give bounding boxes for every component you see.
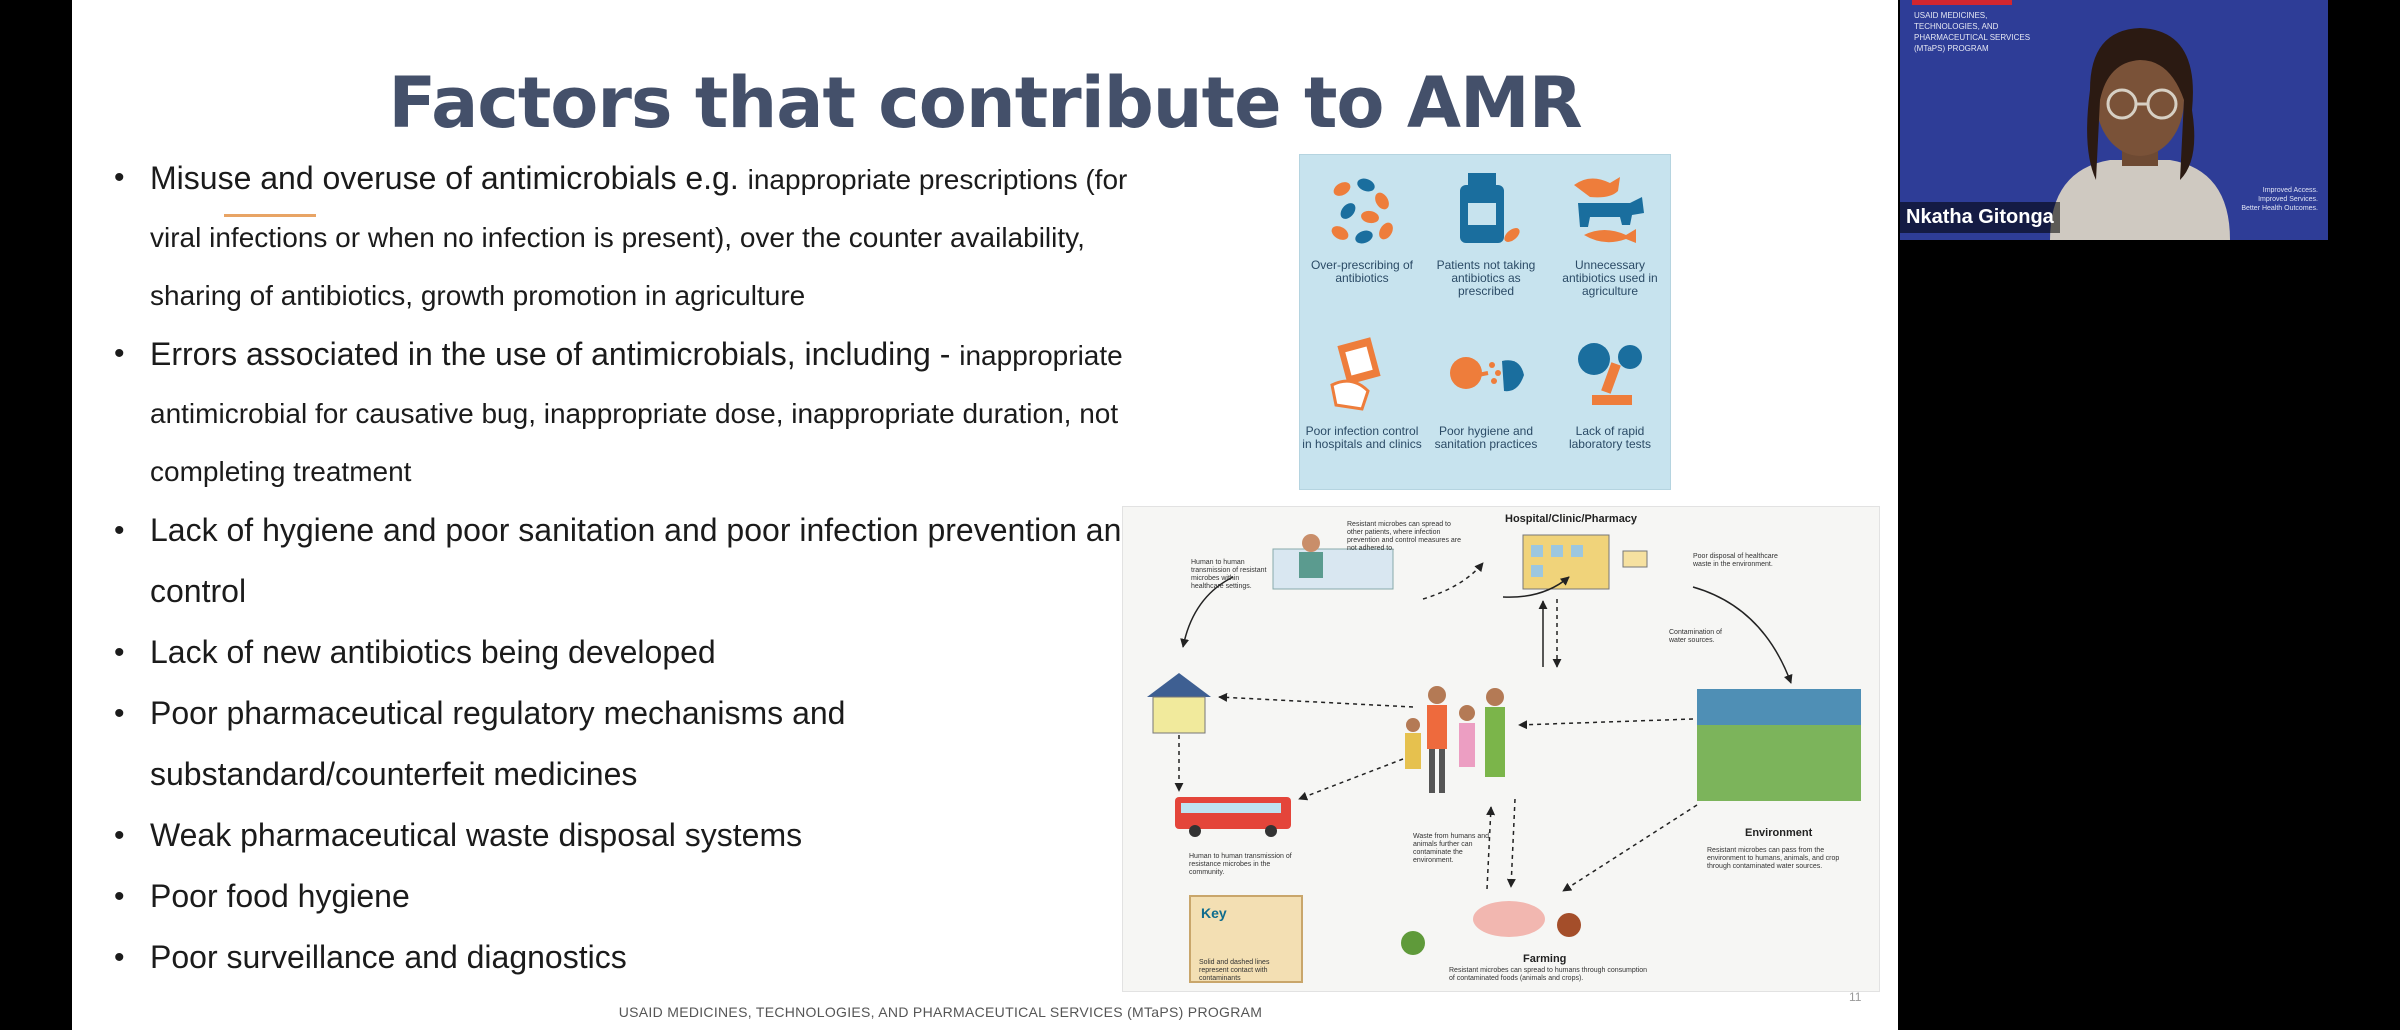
hand-washing-icon bbox=[1330, 337, 1381, 411]
bullet-lead: Lack of new antibiotics being developed bbox=[150, 634, 716, 670]
note-environment: Resistant microbes can pass from the env… bbox=[1707, 847, 1840, 870]
hospital-label: Hospital/Clinic/Pharmacy bbox=[1505, 513, 1638, 525]
bullet-lead: Errors associated in the use of antimicr… bbox=[150, 336, 951, 372]
slide-page-number: 11 bbox=[1849, 990, 1862, 1004]
factor-not-as-prescribed: Patients not taking antibiotics as presc… bbox=[1424, 155, 1548, 315]
livestock-icon bbox=[1574, 177, 1644, 243]
note-healthcare-transmission: Human to human transmission of resistant… bbox=[1191, 559, 1267, 590]
factor-infection-control: Poor infection control in hospitals and … bbox=[1300, 321, 1424, 481]
bullet-item: Poor food hygiene bbox=[114, 866, 1174, 927]
note-water: Contamination of water sources. bbox=[1669, 629, 1722, 644]
participant-avatar bbox=[2050, 28, 2230, 240]
diagram-key: Key Solid and dashed lines represent con… bbox=[1189, 895, 1303, 983]
brand-line: (MTaPS) PROGRAM bbox=[1914, 44, 1989, 53]
transmission-arrows bbox=[1147, 534, 1861, 955]
sneeze-icon bbox=[1450, 357, 1524, 392]
factor-caption: Poor infection control in hospitals and … bbox=[1302, 424, 1422, 451]
factor-lab-tests: Lack of rapid laboratory tests bbox=[1548, 321, 1672, 481]
factor-caption: Patients not taking antibiotics as presc… bbox=[1436, 258, 1536, 298]
participant-video-tile[interactable]: USAID MEDICINES, TECHNOLOGIES, AND PHARM… bbox=[1900, 0, 2328, 240]
brand-bar bbox=[1912, 0, 2012, 5]
bullet-lead: Poor surveillance and diagnostics bbox=[150, 939, 627, 975]
bullet-lead: Lack of hygiene and poor sanitation and … bbox=[150, 512, 1140, 609]
slide-footer: USAID MEDICINES, TECHNOLOGIES, AND PHARM… bbox=[618, 1004, 1263, 1020]
factor-caption: Poor hygiene and sanitation practices bbox=[1434, 424, 1538, 451]
amr-factors-infographic: Over-prescribing of antibiotics Patients… bbox=[1299, 154, 1671, 490]
note-community: Human to human transmission of resistanc… bbox=[1189, 853, 1292, 876]
factor-caption: Lack of rapid laboratory tests bbox=[1568, 424, 1652, 451]
note-waste: Waste from humans and animals further ca… bbox=[1413, 833, 1489, 864]
note-farming: Resistant microbes can spread to humans … bbox=[1449, 967, 1648, 982]
microscope-icon bbox=[1578, 343, 1642, 405]
bullet-item: Weak pharmaceutical waste disposal syste… bbox=[114, 805, 1174, 866]
brand-line: USAID MEDICINES, bbox=[1914, 11, 1988, 20]
bullet-lead: Weak pharmaceutical waste disposal syste… bbox=[150, 817, 803, 853]
bullet-item: Errors associated in the use of antimicr… bbox=[114, 326, 1174, 500]
video-brand-text: USAID MEDICINES, TECHNOLOGIES, AND PHARM… bbox=[1914, 10, 2030, 54]
tagline-line: Improved Access. bbox=[2262, 187, 2318, 194]
pills-icon bbox=[1331, 178, 1393, 244]
bullet-detail: inappropriate antimicrobial for causativ… bbox=[150, 340, 1123, 487]
medicine-bottle-icon bbox=[1460, 173, 1520, 243]
key-description: Solid and dashed lines represent contact… bbox=[1199, 959, 1270, 982]
bullet-item: Poor pharmaceutical regulatory mechanism… bbox=[114, 683, 1174, 805]
brand-line: PHARMACEUTICAL SERVICES bbox=[1914, 33, 2031, 42]
environment-label: Environment bbox=[1745, 827, 1813, 839]
slide-title: Factors that contribute to AMR bbox=[388, 62, 1582, 144]
key-title: Key bbox=[1201, 905, 1227, 921]
factor-hygiene: Poor hygiene and sanitation practices bbox=[1424, 321, 1548, 481]
factor-caption: Over-prescribing of antibiotics bbox=[1310, 258, 1414, 285]
factor-over-prescribing: Over-prescribing of antibiotics bbox=[1300, 155, 1424, 315]
bullet-list: Misuse and overuse of antimicrobials e.g… bbox=[114, 150, 1174, 988]
farming-label: Farming bbox=[1523, 953, 1567, 965]
bullet-item: Lack of hygiene and poor sanitation and … bbox=[114, 500, 1174, 622]
tagline-line: Improved Services. bbox=[2258, 196, 2318, 203]
bullet-lead: Poor pharmaceutical regulatory mechanism… bbox=[150, 695, 846, 792]
bullet-detail: inappropriate prescriptions (for viral i… bbox=[150, 164, 1128, 311]
bullet-item: Poor surveillance and diagnostics bbox=[114, 927, 1174, 988]
amr-transmission-diagram: Hospital/Clinic/Pharmacy Environment Far… bbox=[1122, 506, 1880, 992]
bullet-lead: Poor food hygiene bbox=[150, 878, 410, 914]
factor-caption: Unnecessary antibiotics used in agricult… bbox=[1562, 258, 1658, 298]
note-waste-disposal: Poor disposal of healthcare waste in the… bbox=[1693, 553, 1778, 568]
note-spread-patients: Resistant microbes can spread to other p… bbox=[1347, 521, 1462, 552]
presentation-slide: Factors that contribute to AMR Misuse an… bbox=[72, 0, 1898, 1030]
bullet-item: Misuse and overuse of antimicrobials e.g… bbox=[114, 150, 1174, 324]
video-tagline: Improved Access. Improved Services. Bett… bbox=[2241, 186, 2318, 213]
participant-name-label: Nkatha Gitonga bbox=[1900, 202, 2060, 233]
bullet-item: Lack of new antibiotics being developed bbox=[114, 622, 1174, 683]
tagline-line: Better Health Outcomes. bbox=[2241, 205, 2318, 212]
factor-agriculture: Unnecessary antibiotics used in agricult… bbox=[1548, 155, 1672, 315]
bullet-lead: Misuse and overuse of antimicrobials e.g… bbox=[150, 160, 739, 196]
brand-line: TECHNOLOGIES, AND bbox=[1914, 22, 1999, 31]
